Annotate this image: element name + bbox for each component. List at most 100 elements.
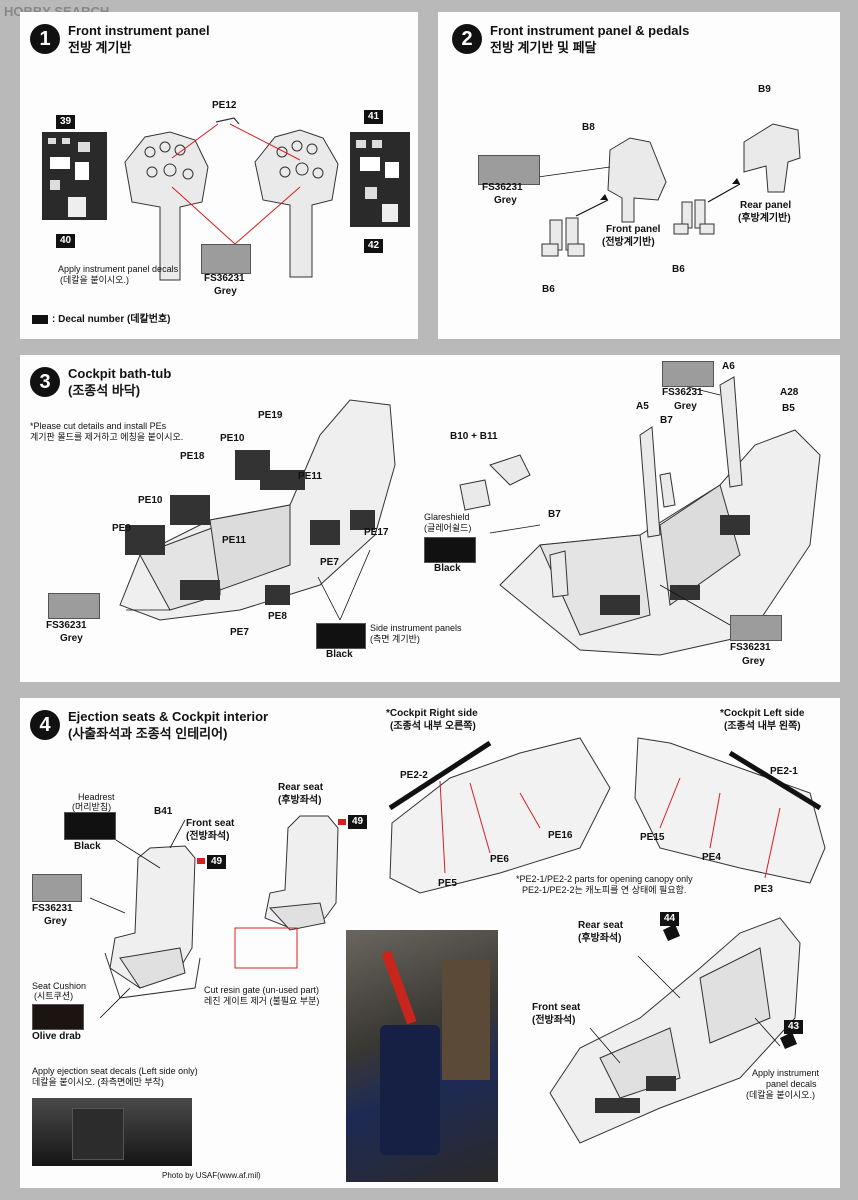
decal-43: 43 xyxy=(784,1020,804,1034)
step-3-title-kr: (조종석 바닥) xyxy=(68,383,141,398)
rear-panel-label: Rear panel xyxy=(740,200,792,211)
pe19-label: PE19 xyxy=(258,410,283,421)
rear-seat2-label: Rear seat xyxy=(578,920,624,931)
seat-grey-swatch xyxy=(32,874,82,902)
rear-panel-label-kr: (후방계기반) xyxy=(738,213,791,224)
panel3-drawing xyxy=(119,376,821,656)
a5-rail xyxy=(639,426,661,538)
rear-seat-label: Rear seat xyxy=(278,782,324,793)
step-2-title: Front instrument panel & pedals xyxy=(490,23,690,38)
panel-step-3: 3 Cockpit bath-tub (조종석 바닥) *Please cut … xyxy=(20,355,840,682)
decal-legend-text: : Decal number (데칼번호) xyxy=(52,314,171,325)
step-3-badge: 3 xyxy=(30,367,60,397)
a5-label: A5 xyxy=(636,401,649,412)
ejection-seat-photo-small xyxy=(32,1098,192,1166)
cushion-label: Seat Cushion xyxy=(32,981,87,991)
apply-decals-note-kr: (데칼을 붙이시오.) xyxy=(60,275,129,285)
seat-grey-name: Grey xyxy=(44,916,67,927)
pe5-label: PE5 xyxy=(438,878,457,889)
pe7a-label: PE7 xyxy=(320,557,339,568)
pe9-label: PE9 xyxy=(112,523,131,534)
step-1-title: Front instrument panel xyxy=(68,23,210,38)
grey-code-3: FS36231 xyxy=(730,642,771,653)
pe2-2-label: PE2-2 xyxy=(400,770,428,781)
front-seat-label: Front seat xyxy=(186,818,235,829)
decal-legend-swatch xyxy=(32,315,48,324)
b6-left-label: B6 xyxy=(542,284,555,295)
pe2-1-label: PE2-1 xyxy=(770,766,798,777)
decal-40: 40 xyxy=(56,234,76,248)
resin-gate-note: Cut resin gate (un-used part) xyxy=(204,985,320,995)
b7-part xyxy=(549,550,569,598)
apply-decals-note: Apply instrument panel decals xyxy=(58,264,179,274)
step-4-title: Ejection seats & Cockpit interior xyxy=(68,709,269,724)
b41-label: B41 xyxy=(154,806,173,817)
rear-seat2-label-kr: (후방좌석) xyxy=(578,933,622,944)
b5-label: B5 xyxy=(782,403,795,414)
pe2-1-strip xyxy=(728,750,822,811)
grey-code: FS36231 xyxy=(482,182,523,193)
headrest-label-kr: (머리받침) xyxy=(72,802,112,812)
cut-details-note-kr: 계기판 몰드를 제거하고 에칭을 붙이시오. xyxy=(30,432,184,442)
headrest-label: Headrest xyxy=(78,792,115,802)
right-side-label-kr: (조종석 내부 오른쪽) xyxy=(390,721,476,732)
grey-swatch xyxy=(201,244,251,274)
pe17-label: PE17 xyxy=(364,527,389,538)
decal-42: 42 xyxy=(364,239,384,253)
b10-part xyxy=(489,454,531,486)
grey-swatch-3 xyxy=(730,615,782,641)
bathtub-left-details xyxy=(125,450,375,605)
decal-block-41-42 xyxy=(350,132,410,227)
b9-label: B9 xyxy=(758,84,771,95)
pe2-2-strip xyxy=(388,740,492,811)
cockpit-left-side xyxy=(634,737,826,884)
b10-b11-label: B10 + B11 xyxy=(450,431,498,442)
grey-code-1: FS36231 xyxy=(46,620,87,631)
grey-name-2: Grey xyxy=(674,401,697,412)
b9-part xyxy=(743,123,801,193)
rear-seat-drawing xyxy=(264,815,339,931)
step-2-title-kr: 전방 계기반 및 페달 xyxy=(490,40,597,55)
cut-details-note: *Please cut details and install PEs xyxy=(30,421,167,431)
pe18-label: PE18 xyxy=(180,451,205,462)
apply-instrument-2: panel decals xyxy=(766,1079,817,1089)
front-panel-label: Front panel xyxy=(606,224,661,235)
grey-name: Grey xyxy=(214,286,237,297)
seat-decals-note: Apply ejection seat decals (Left side on… xyxy=(32,1066,198,1076)
cockpit-right-side xyxy=(389,737,611,894)
a28-label: A28 xyxy=(780,387,799,398)
apply-instrument-1: Apply instrument xyxy=(752,1068,820,1078)
step-1-badge: 1 xyxy=(30,24,60,54)
decal-44-mark xyxy=(663,924,680,941)
decal-41: 41 xyxy=(364,110,384,124)
decal-44: 44 xyxy=(660,912,680,926)
left-side-label-kr: (조종석 내부 왼쪽) xyxy=(724,721,801,732)
rear-seat-label-kr: (후방좌석) xyxy=(278,795,322,806)
pe3-label: PE3 xyxy=(754,884,773,895)
panel2-drawing xyxy=(537,123,801,257)
instrument-panel-drawing-a xyxy=(124,131,209,281)
step-4-title-kr: (사출좌석과 조종석 인테리어) xyxy=(68,726,228,741)
front-seat-label-kr: (전방좌석) xyxy=(186,831,230,842)
b8-label: B8 xyxy=(582,122,595,133)
step-2-badge: 2 xyxy=(452,24,482,54)
step-1-title-kr: 전방 계기반 xyxy=(68,40,132,55)
panel1-drawing xyxy=(42,117,410,281)
front-seat2-label-kr: (전방좌석) xyxy=(532,1015,576,1026)
grey-swatch-2 xyxy=(662,361,714,387)
cushion-label-kr: (시트쿠션) xyxy=(34,991,74,1001)
photo-credit: Photo by USAF(www.af.mil) xyxy=(162,1171,261,1180)
b7a-label: B7 xyxy=(660,415,673,426)
right-side-label: *Cockpit Right side xyxy=(386,708,478,719)
a6-label: A6 xyxy=(722,361,735,372)
side-panels-label: Side instrument panels xyxy=(370,623,462,633)
ejection-seat-photo-large xyxy=(346,930,498,1182)
apply-instrument-kr: (데칼을 붙이시오.) xyxy=(746,1090,815,1100)
step-3-title: Cockpit bath-tub xyxy=(68,366,172,381)
panel-step-1: 1 Front instrument panel 전방 계기반 PE12 39 … xyxy=(20,12,418,339)
pe10a-label: PE10 xyxy=(220,433,245,444)
pe11b-label: PE11 xyxy=(222,535,246,546)
grey-code-2: FS36231 xyxy=(662,387,703,398)
decal-39: 39 xyxy=(56,115,76,129)
a6-rail xyxy=(719,376,743,488)
